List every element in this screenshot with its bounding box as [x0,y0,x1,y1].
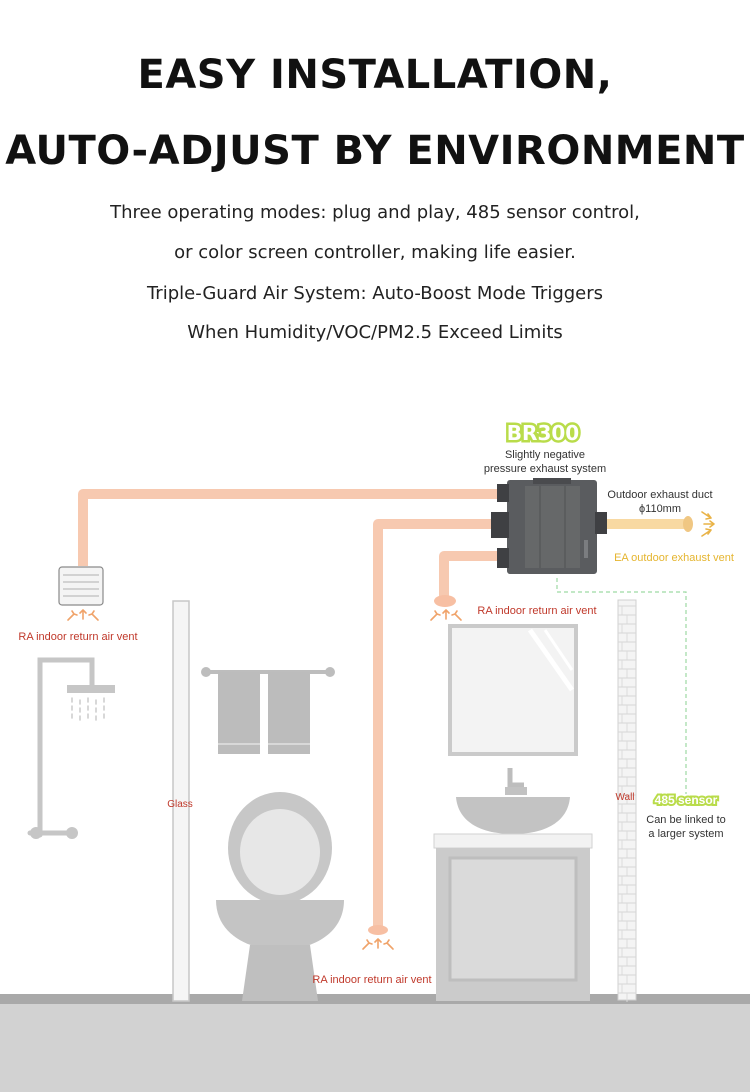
sensor-desc-line-1: Can be linked to [646,814,726,826]
arrow-icon [430,609,462,621]
glass-label: Glass [167,799,193,810]
br300-unit [491,478,607,574]
title-line-2: AUTO-ADJUST BY ENVIRONMENT [5,128,745,174]
sensor-desc-line-2: a larger system [648,828,723,840]
arrow-icon [701,511,715,537]
duct-outlet-bottom [368,925,388,935]
ra-vent-left-label: RA indoor return air vent [18,631,137,643]
duct-left [78,489,500,566]
unit-desc-line-2: pressure exhaust system [484,463,606,475]
glass-panel [172,600,190,1002]
duct-label-line-2: ϕ110mm [639,503,681,515]
arrow-icon [362,938,394,950]
ceiling-vent-left [58,566,104,606]
wall-label: Wall [615,792,634,803]
duct-outlet-mid [434,595,456,607]
description-line-2: or color screen controller, making life … [174,242,576,263]
unit-model-label: BR300 [507,421,579,445]
description-line-1: Three operating modes: plug and play, 48… [110,202,640,223]
title-line-1: EASY INSTALLATION, [137,52,613,98]
floor [0,996,750,1092]
ra-vent-mid-label: RA indoor return air vent [477,605,596,617]
airflow-arrows [67,511,715,950]
duct-label-line-1: Outdoor exhaust duct [607,489,712,501]
ra-vent-bottom-label: RA indoor return air vent [312,974,431,986]
exhaust-duct-end [683,516,693,532]
arrow-icon [67,609,99,621]
brick-pattern [618,605,636,1002]
duct-right [439,551,500,596]
description-line-4: When Humidity/VOC/PM2.5 Exceed Limits [187,322,563,343]
unit-desc-line-1: Slightly negative [505,449,585,461]
floor-edge [0,994,750,1004]
sensor-link-line [556,578,687,794]
sink-vanity [433,768,593,1001]
brick-wall [617,599,637,1002]
description-line-3: Triple-Guard Air System: Auto-Boost Mode… [146,283,604,304]
sensor-label: 485 sensor [655,793,718,807]
ea-vent-label: EA outdoor exhaust vent [614,552,734,564]
towel-rack [201,667,335,754]
shower [27,657,115,839]
mirror [448,624,578,756]
duct-center [373,519,500,928]
duct-network [78,489,500,928]
toilet [216,792,344,1001]
